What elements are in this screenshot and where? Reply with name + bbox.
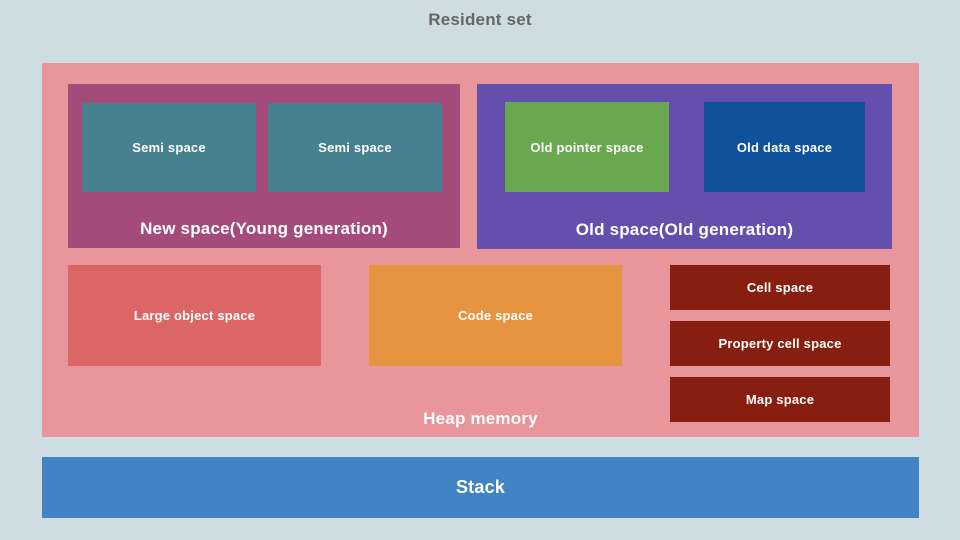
stack-region: Stack: [42, 457, 919, 518]
resident-set-title: Resident set: [428, 10, 532, 29]
map-space-box: Map space: [670, 377, 890, 422]
semi-space-label-2: Semi space: [318, 140, 392, 155]
semi-space-label-1: Semi space: [132, 140, 206, 155]
map-space-label: Map space: [745, 392, 815, 407]
heap-memory-region: Semi space Semi space New space(Young ge…: [42, 63, 919, 437]
property-cell-space-box: Property cell space: [670, 321, 890, 366]
old-pointer-space-box: Old pointer space: [505, 102, 669, 192]
old-data-space-label: Old data space: [736, 139, 833, 155]
code-space-label: Code space: [458, 308, 533, 323]
new-space-region: Semi space Semi space New space(Young ge…: [68, 84, 460, 248]
semi-space-box-1: Semi space: [82, 103, 256, 192]
large-object-space-box: Large object space: [68, 265, 321, 366]
old-space-region: Old pointer space Old data space Old spa…: [477, 84, 892, 249]
code-space-box: Code space: [369, 265, 622, 366]
old-space-label: Old space(Old generation): [575, 220, 794, 239]
heap-memory-label: Heap memory: [423, 409, 538, 428]
old-pointer-space-label: Old pointer space: [530, 139, 644, 155]
large-object-space-label: Large object space: [133, 308, 256, 323]
new-space-label: New space(Young generation): [140, 219, 388, 238]
cell-space-label: Cell space: [746, 280, 814, 295]
stack-label: Stack: [455, 477, 506, 497]
cell-space-box: Cell space: [670, 265, 890, 310]
property-cell-space-label: Property cell space: [718, 336, 842, 351]
old-data-space-box: Old data space: [704, 102, 865, 192]
semi-space-box-2: Semi space: [268, 103, 442, 192]
